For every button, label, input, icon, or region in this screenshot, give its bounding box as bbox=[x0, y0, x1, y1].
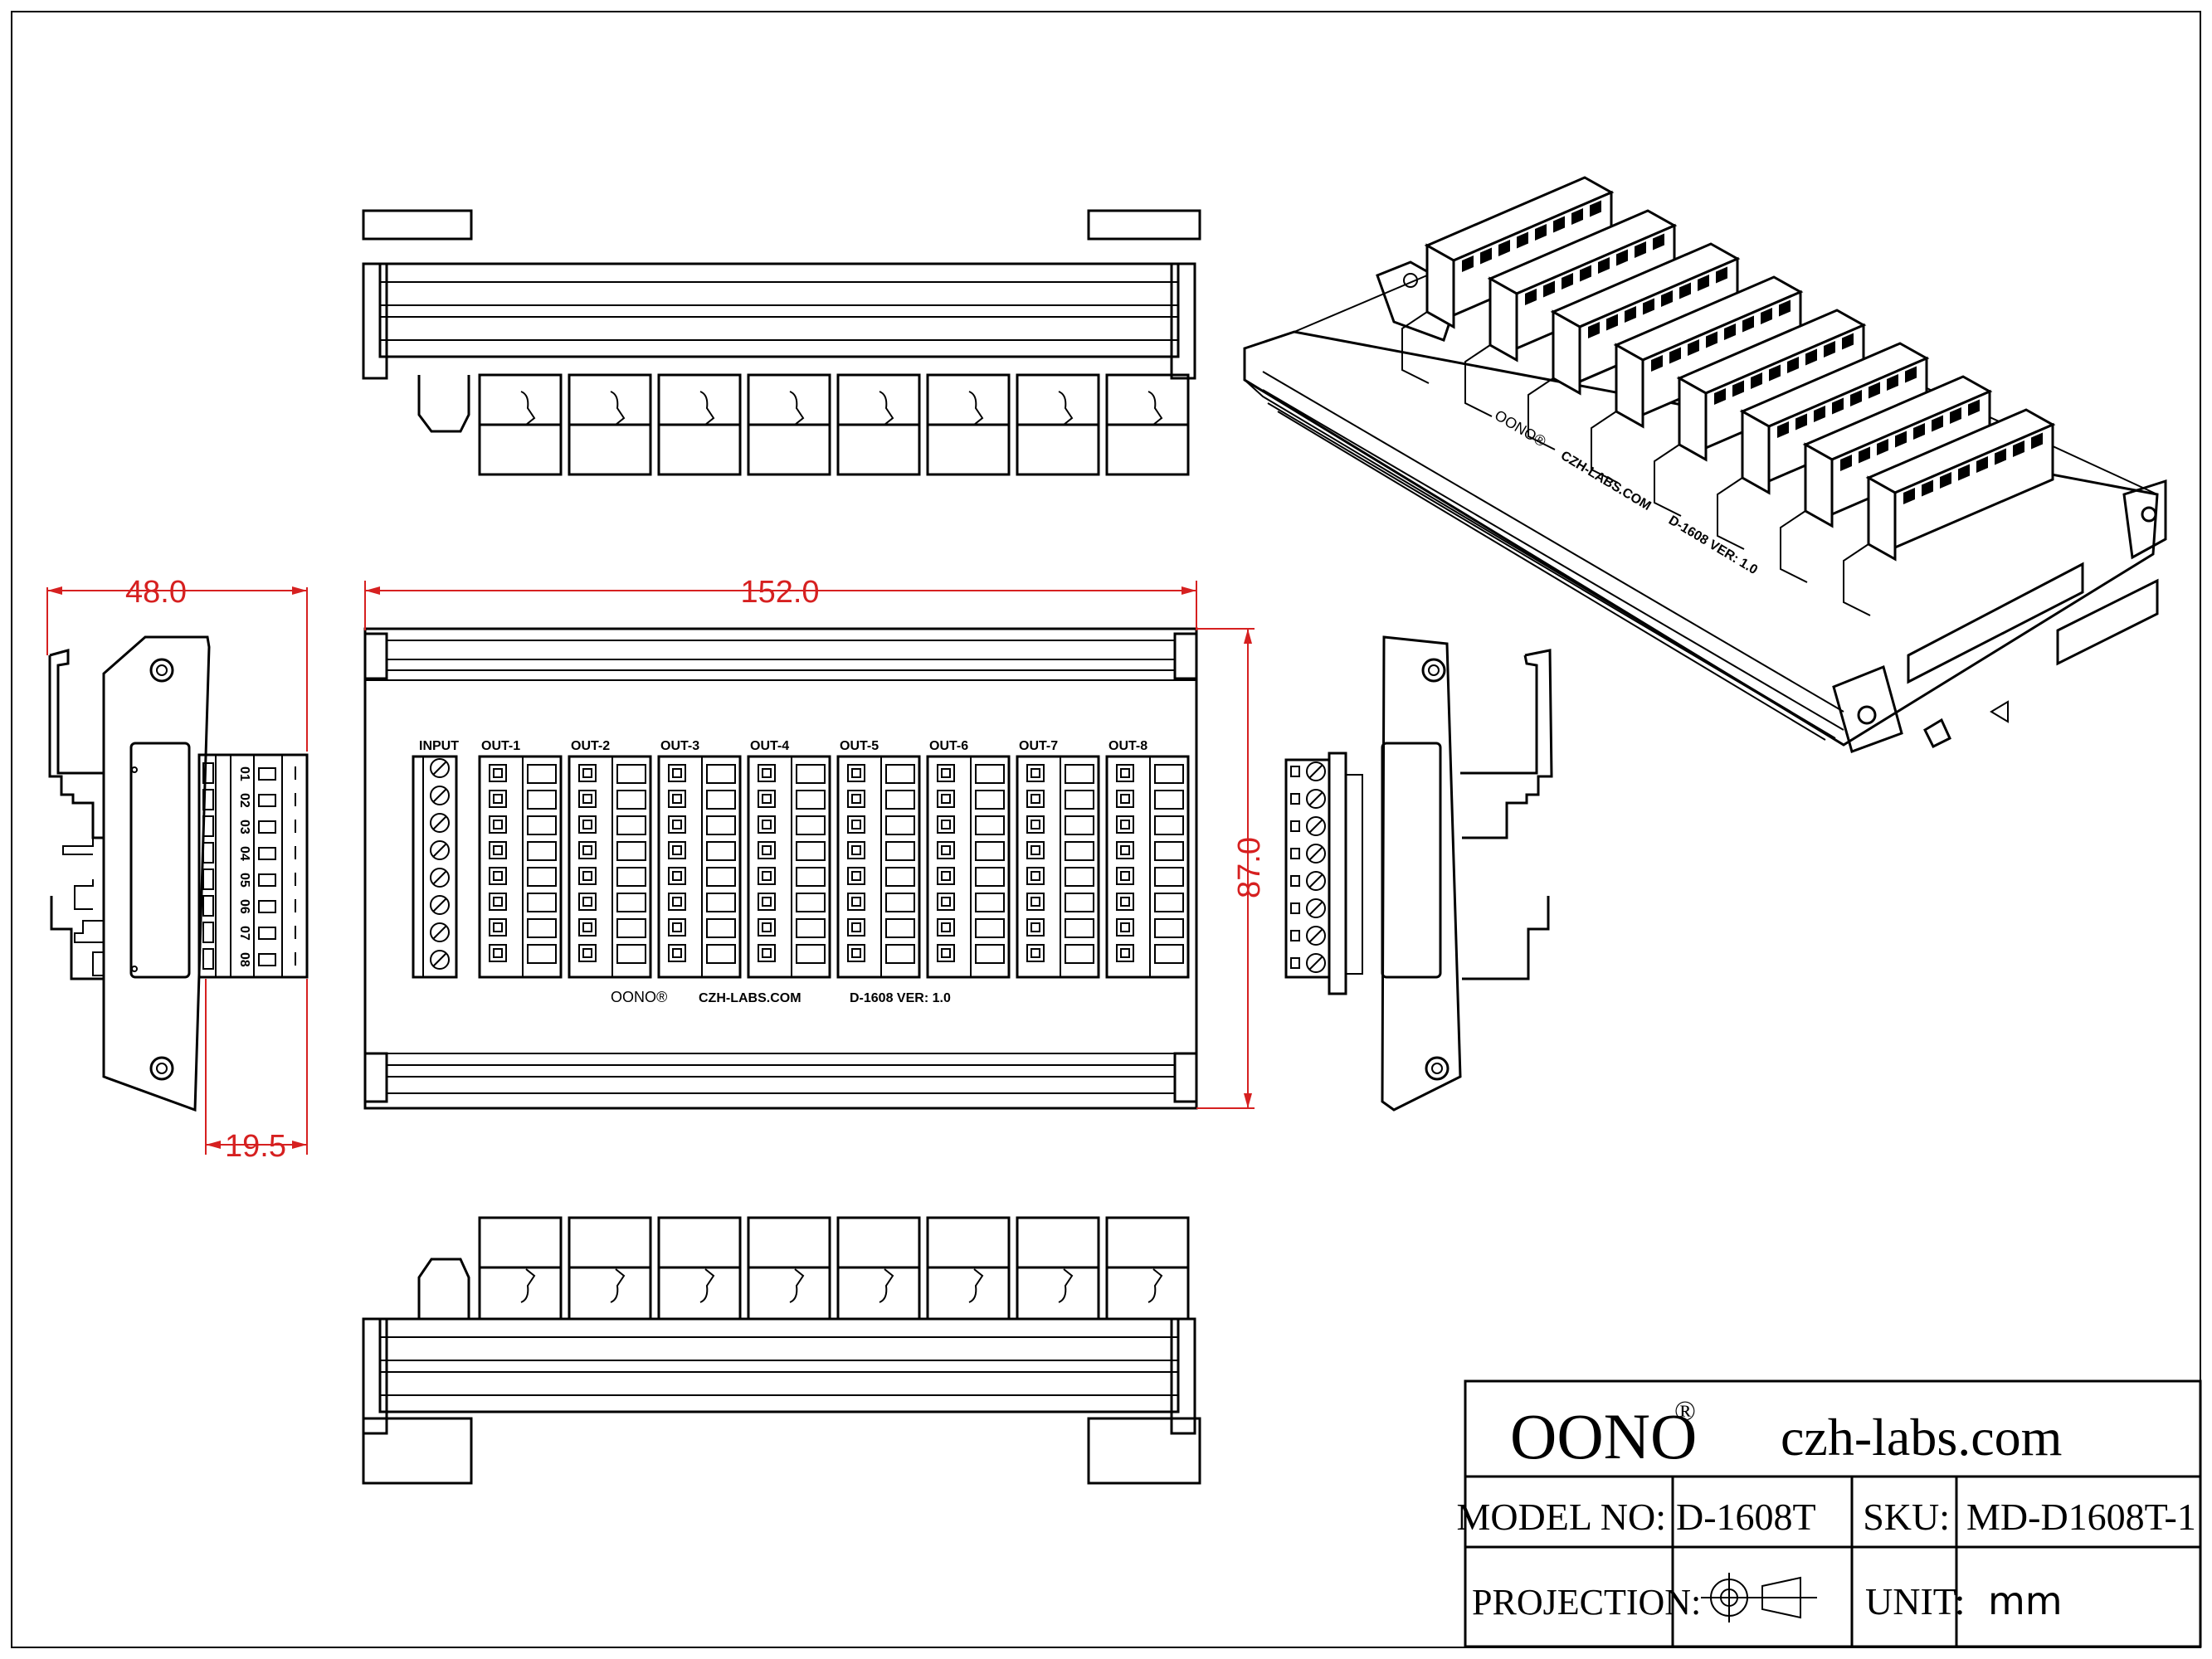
bottom-connector-2 bbox=[568, 1216, 652, 1321]
top-connector-3 bbox=[657, 373, 742, 476]
title-block: OONO ® czh-labs.com MODEL NO: D-1608T SK… bbox=[1456, 1379, 2202, 1648]
dimension-lines: 48.0 152.0 87.0 19.5 bbox=[46, 575, 1267, 1164]
top-connector-1 bbox=[478, 373, 563, 476]
input-terminal-block bbox=[412, 755, 458, 979]
width-dimension: 48.0 bbox=[125, 575, 187, 610]
bottom-connector-5 bbox=[836, 1216, 921, 1321]
board-website-mark: CZH-LABS.COM bbox=[699, 991, 801, 1005]
pin-number-08: 08 bbox=[237, 952, 251, 967]
output-block-4: OUT-4 bbox=[747, 739, 831, 979]
bottom-connector-6 bbox=[926, 1216, 1011, 1321]
projection-symbol bbox=[1701, 1573, 1817, 1623]
pin-number-06: 06 bbox=[237, 899, 251, 914]
iso-block-4 bbox=[1591, 275, 1804, 484]
top-view bbox=[362, 209, 1201, 476]
unit-label: UNIT: bbox=[1865, 1580, 1965, 1623]
output-label-2: OUT-2 bbox=[571, 739, 610, 753]
output-label-4: OUT-4 bbox=[750, 739, 789, 753]
pin-number-01: 01 bbox=[237, 766, 251, 781]
top-connector-6 bbox=[926, 373, 1011, 476]
top-connector-8 bbox=[1105, 373, 1190, 476]
output-label-1: OUT-1 bbox=[481, 739, 520, 753]
bottom-connector-8 bbox=[1105, 1216, 1190, 1321]
output-label-3: OUT-3 bbox=[660, 739, 699, 753]
sku-label: SKU: bbox=[1863, 1496, 1950, 1538]
pin-number-04: 04 bbox=[237, 846, 251, 861]
sku-value: MD-D1608T-1 bbox=[1966, 1496, 2196, 1538]
depth-dimension: 19.5 bbox=[225, 1129, 286, 1164]
output-block-3: OUT-3 bbox=[657, 739, 742, 979]
pin-number-03: 03 bbox=[237, 820, 251, 834]
isometric-view: OONO® CZH-LABS.COM D-1608 VER: 1.0 bbox=[1243, 176, 2167, 753]
title-brand: OONO bbox=[1510, 1400, 1697, 1472]
bottom-connector-4 bbox=[747, 1216, 831, 1321]
output-terminal-blocks: OUT-1 OUT-2 OUT-3 OUT-4 OUT-5 OUT-6 OUT-7 OUT-8 bbox=[478, 739, 1190, 979]
top-connector-2 bbox=[568, 373, 652, 476]
iso-version-mark: D-1608 VER: 1.0 bbox=[1666, 513, 1760, 577]
projection-label: PROJECTION: bbox=[1472, 1582, 1701, 1623]
output-block-6: OUT-6 bbox=[926, 739, 1011, 979]
output-block-1: OUT-1 bbox=[478, 739, 563, 979]
output-block-7: OUT-7 bbox=[1016, 739, 1100, 979]
bottom-view bbox=[362, 1216, 1201, 1485]
unit-value: mm bbox=[1988, 1579, 2063, 1623]
output-label-7: OUT-7 bbox=[1019, 739, 1058, 753]
output-block-5: OUT-5 bbox=[836, 739, 921, 979]
iso-website-mark: CZH-LABS.COM bbox=[1558, 449, 1654, 513]
top-connector-5 bbox=[836, 373, 921, 476]
board-version-mark: D-1608 VER: 1.0 bbox=[850, 991, 951, 1005]
top-connector-4 bbox=[747, 373, 831, 476]
output-label-6: OUT-6 bbox=[929, 739, 968, 753]
height-dimension: 87.0 bbox=[1232, 837, 1267, 898]
bottom-connector-7 bbox=[1016, 1216, 1100, 1321]
iso-block-8 bbox=[1843, 408, 2056, 616]
input-label: INPUT bbox=[419, 739, 459, 753]
right-side-view bbox=[1284, 635, 1553, 1112]
model-label: MODEL NO: bbox=[1456, 1496, 1666, 1538]
output-block-8: OUT-8 bbox=[1105, 739, 1190, 979]
pin-number-05: 05 bbox=[237, 873, 251, 888]
length-dimension: 152.0 bbox=[740, 575, 819, 610]
output-block-2: OUT-2 bbox=[568, 739, 652, 979]
bottom-connector-1 bbox=[478, 1216, 563, 1321]
top-connector-7 bbox=[1016, 373, 1100, 476]
model-value: D-1608T bbox=[1676, 1496, 1816, 1538]
title-website: czh-labs.com bbox=[1781, 1408, 2062, 1467]
bottom-connector-3 bbox=[657, 1216, 742, 1321]
board-brand-mark: OONO® bbox=[611, 989, 667, 1005]
bottom-connector-row bbox=[478, 1216, 1190, 1321]
top-connector-row bbox=[478, 373, 1190, 476]
title-brand-mark: ® bbox=[1674, 1396, 1696, 1427]
pin-number-02: 02 bbox=[237, 793, 251, 808]
left-side-view: 01 02 03 04 05 06 07 08 bbox=[48, 635, 309, 1112]
iso-brand-mark: OONO® bbox=[1492, 406, 1549, 450]
output-label-5: OUT-5 bbox=[840, 739, 879, 753]
output-label-8: OUT-8 bbox=[1108, 739, 1147, 753]
sheet-border bbox=[11, 11, 2201, 1648]
pin-number-07: 07 bbox=[237, 926, 251, 941]
